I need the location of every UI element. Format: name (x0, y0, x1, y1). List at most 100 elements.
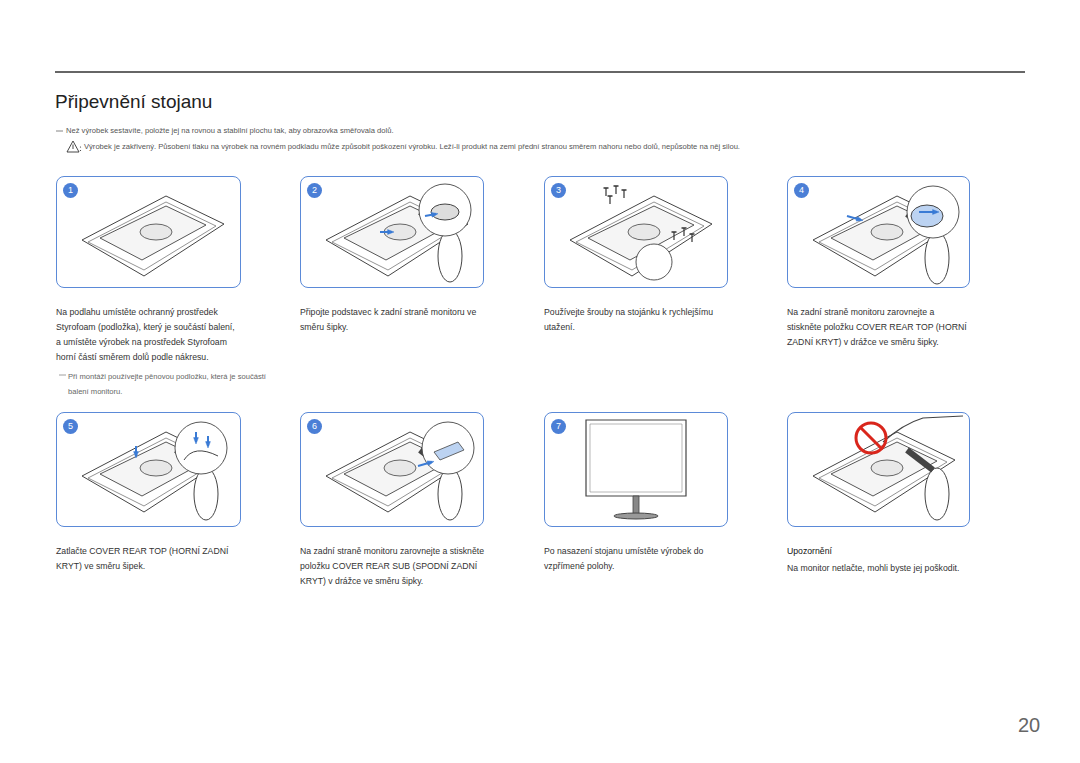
step-number: 1 (63, 183, 78, 198)
stand-mount (140, 224, 172, 240)
step-illustration (570, 186, 712, 280)
drawing-part (100, 206, 206, 260)
step-illustration (326, 184, 471, 282)
screw (609, 196, 610, 204)
step-caption: Po nasazení stojanu umístěte výrobek do … (544, 544, 728, 574)
step-caption: Zatlačte COVER REAR TOP (HORNÍ ZADNÍ KRY… (56, 544, 241, 574)
step-number: 6 (307, 419, 322, 434)
screw (623, 190, 624, 198)
drawing-part (82, 196, 224, 276)
step-panel: 5Zatlačte COVER REAR TOP (HORNÍ ZADNÍ KR… (56, 412, 241, 574)
screw (682, 227, 687, 229)
drawing-part (194, 438, 199, 444)
screw (673, 232, 674, 240)
page-number: 20 (1018, 712, 1040, 738)
drawing-part (434, 442, 464, 460)
step-caption: Na monitor netlačte, mohli byste jej poš… (787, 561, 970, 576)
stand-mount (140, 460, 172, 476)
screw (605, 188, 606, 196)
step-panel: Upozornění Na monitor netlačte, mohli bys… (787, 412, 970, 576)
caution-heading: Upozornění (787, 544, 970, 559)
step-number: 2 (307, 183, 322, 198)
screw (672, 231, 677, 233)
step-caption: Na zadní straně monitoru zarovnejte a st… (787, 305, 970, 350)
stand-base (438, 230, 462, 282)
panel-frame (787, 412, 970, 527)
step-illustration (586, 420, 686, 519)
step-panel: 2Připojte podstavec k zadní straně monit… (300, 176, 484, 335)
drawing-part (431, 212, 438, 217)
step-panel: 6 Na zadní straně monitoru zarovnejte a s… (300, 412, 484, 589)
stand-mount (628, 224, 660, 240)
step-caption: Na zadní straně monitoru zarovnejte a st… (300, 544, 484, 589)
drawing-part (427, 461, 434, 466)
zoom-circle (419, 184, 471, 236)
drawing-part (590, 424, 682, 492)
panel-frame: 6 (300, 412, 484, 527)
stand-mount (384, 224, 416, 240)
drawing-part (206, 442, 211, 448)
stand-base (438, 468, 462, 520)
step-panel: 7 Po nasazení stojanu umístěte výrobek do… (544, 412, 728, 574)
panel-frame: 1 (56, 176, 241, 288)
warning-icon (67, 141, 81, 152)
drawing-part (933, 210, 939, 215)
step-illustration (813, 416, 963, 520)
step-illustration (82, 196, 224, 276)
panel-frame: 4 (787, 176, 970, 288)
stand-mount (384, 460, 416, 476)
drawing-part (134, 452, 139, 458)
drawing-part (388, 230, 394, 235)
note-text: Při montáži používejte pěnovou podložku,… (68, 369, 286, 399)
step-illustration (813, 186, 959, 284)
step-panel: 4 Na zadní straně monitoru zarovnejte a s… (787, 176, 970, 350)
step-caption: Na podlahu umístěte ochranný prostředek … (56, 305, 241, 365)
drawing-part (856, 216, 863, 221)
screw (690, 233, 695, 235)
stand-mount (871, 460, 903, 476)
step-illustration (82, 422, 227, 520)
zoom-circle (636, 244, 672, 280)
screw (614, 185, 619, 187)
zoom-circle (422, 422, 474, 474)
note-text: Výrobek je zakřivený. Působení tlaku na … (84, 142, 740, 152)
drawing-part (633, 496, 639, 514)
screw (691, 234, 692, 242)
screw (604, 187, 609, 189)
zoom-circle (175, 422, 227, 474)
step-illustration (326, 422, 474, 520)
prohibition-sign (856, 423, 886, 453)
step-number: 4 (794, 183, 809, 198)
note-dash (59, 375, 66, 376)
drawing-part (586, 420, 686, 496)
drawing-part (88, 202, 216, 270)
hand (883, 416, 963, 442)
stand-neck (907, 450, 933, 470)
panel-frame: 3 (544, 176, 728, 288)
section-title: Připevnění stojanu (55, 91, 212, 113)
drawing-part (831, 442, 937, 496)
screw (615, 186, 616, 194)
zoom-circle (907, 186, 959, 238)
panel-frame: 5 (56, 412, 241, 527)
step-caption: Připojte podstavec k zadní straně monito… (300, 305, 484, 335)
step-panel: 1 Na podlahu umístěte ochranný prostředek… (56, 176, 241, 365)
step-number: 3 (551, 183, 566, 198)
stand-base (925, 232, 949, 284)
screw (683, 228, 684, 236)
note-text: Než výrobek sestavíte, položte jej na ro… (66, 126, 394, 136)
note-dash (56, 131, 63, 132)
stand-mount (871, 224, 903, 240)
step-caption: Používejte šrouby na stojánku k rychlejš… (544, 305, 728, 335)
step-number: 7 (551, 419, 566, 434)
step-number: 5 (63, 419, 78, 434)
stand-base (925, 468, 949, 520)
screw (622, 189, 627, 191)
step-panel: 3Používejte šrouby na stojánku k rychlej… (544, 176, 728, 335)
panel-frame: 7 (544, 412, 728, 527)
stand-base (194, 468, 218, 520)
screw (608, 195, 613, 197)
top-rule (55, 71, 1025, 73)
prohibition-sign (860, 427, 882, 449)
